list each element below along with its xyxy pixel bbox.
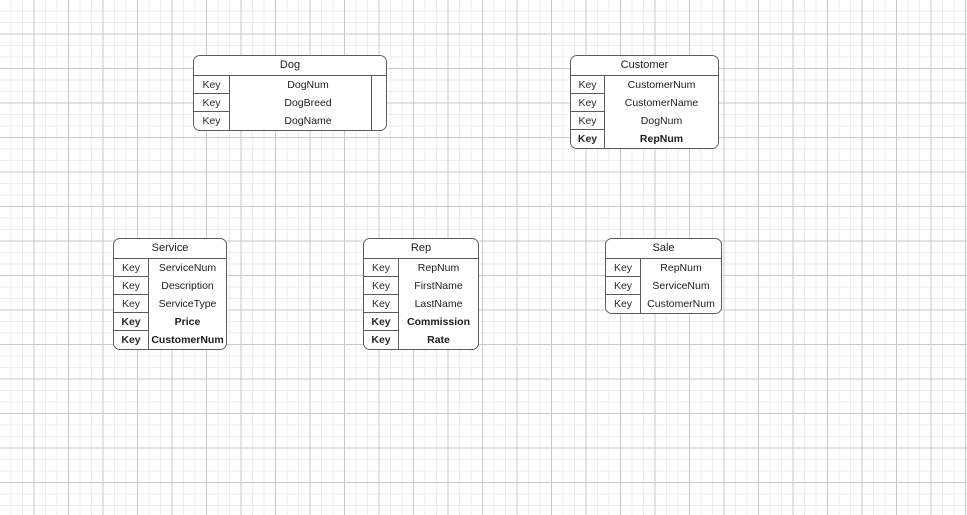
- attribute-name: RepNum: [639, 133, 684, 145]
- entity-title: Sale: [606, 239, 721, 259]
- attribute-row[interactable]: Key Rate: [364, 331, 478, 349]
- attribute-key-label: Key: [194, 76, 230, 94]
- entity-title: Service: [114, 239, 226, 259]
- attribute-key-label: Key: [114, 313, 149, 331]
- attribute-row[interactable]: Key CustomerNum: [571, 76, 718, 94]
- attribute-key-label: Key: [571, 94, 605, 112]
- attribute-row[interactable]: Key Price: [114, 313, 226, 331]
- attribute-name: Rate: [427, 334, 450, 346]
- attribute-key-label: Key: [114, 259, 149, 277]
- attribute-row[interactable]: Key DogName: [194, 112, 386, 130]
- attribute-row[interactable]: Key DogNum: [194, 76, 386, 94]
- attribute-row[interactable]: Key DogBreed: [194, 94, 386, 112]
- attribute-key-label: Key: [606, 295, 641, 313]
- attribute-key-label: Key: [194, 112, 230, 130]
- attribute-key-label: Key: [114, 331, 149, 349]
- attribute-name: ServiceNum: [158, 262, 217, 274]
- attribute-name: LastName: [414, 298, 463, 310]
- attribute-row[interactable]: Key RepNum: [571, 130, 718, 148]
- attribute-key-label: Key: [606, 259, 641, 277]
- attribute-key-label: Key: [364, 295, 399, 313]
- entity-title: Customer: [571, 56, 718, 76]
- attribute-row[interactable]: Key Commission: [364, 313, 478, 331]
- attribute-key-label: Key: [114, 295, 149, 313]
- attribute-name: CustomerNum: [647, 298, 715, 310]
- attribute-key-label: Key: [114, 277, 149, 295]
- attribute-name: DogNum: [287, 79, 329, 91]
- attribute-name: Price: [174, 316, 201, 328]
- attribute-row[interactable]: Key LastName: [364, 295, 478, 313]
- attribute-key-label: Key: [194, 94, 230, 112]
- attribute-name: CustomerName: [624, 97, 699, 109]
- attribute-name: RepNum: [660, 262, 702, 274]
- attribute-row[interactable]: Key RepNum: [364, 259, 478, 277]
- attribute-row[interactable]: Key ServiceNum: [606, 277, 721, 295]
- attribute-name: RepNum: [417, 262, 460, 274]
- attribute-row[interactable]: Key ServiceNum: [114, 259, 226, 277]
- attribute-name: FirstName: [414, 280, 463, 292]
- attribute-name: CustomerNum: [627, 79, 696, 91]
- attribute-key-label: Key: [364, 259, 399, 277]
- attribute-row[interactable]: Key CustomerNum: [606, 295, 721, 313]
- attribute-name: Commission: [406, 316, 470, 328]
- attribute-row[interactable]: Key DogNum: [571, 112, 718, 130]
- attribute-key-label: Key: [571, 76, 605, 94]
- attribute-row[interactable]: Key ServiceType: [114, 295, 226, 313]
- attribute-name: ServiceNum: [652, 280, 710, 292]
- attribute-row[interactable]: Key CustomerName: [571, 94, 718, 112]
- entity-title: Dog: [194, 56, 386, 76]
- attribute-name: DogNum: [640, 115, 683, 127]
- attribute-key-label: Key: [571, 130, 605, 148]
- attribute-name: Description: [161, 280, 214, 292]
- attribute-name: DogName: [284, 115, 332, 127]
- attribute-key-label: Key: [571, 112, 605, 130]
- attribute-row[interactable]: Key RepNum: [606, 259, 721, 277]
- attribute-name: DogBreed: [284, 97, 332, 109]
- attribute-key-label: Key: [606, 277, 641, 295]
- entity-title: Rep: [364, 239, 478, 259]
- attribute-row[interactable]: Key Description: [114, 277, 226, 295]
- attribute-key-label: Key: [364, 331, 399, 349]
- attribute-key-label: Key: [364, 313, 399, 331]
- attribute-name: CustomerNum: [151, 334, 224, 346]
- attribute-row[interactable]: Key FirstName: [364, 277, 478, 295]
- attribute-name: ServiceType: [158, 298, 217, 310]
- attribute-key-label: Key: [364, 277, 399, 295]
